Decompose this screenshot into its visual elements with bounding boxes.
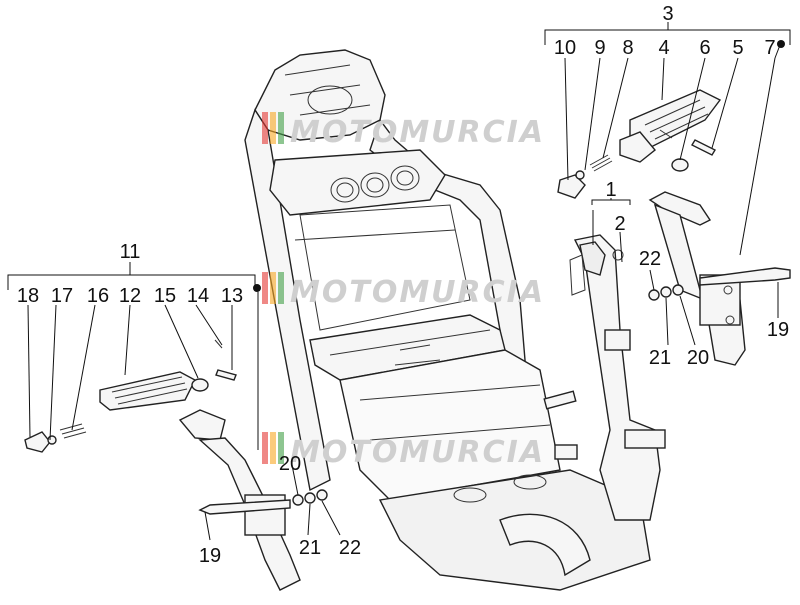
watermark-bottom: MOTOMURCIA — [262, 432, 545, 470]
scooter-frame-drawing — [244, 49, 651, 591]
left-footrest-callouts: 18 17 16 12 15 14 13 — [17, 285, 243, 307]
part-label-2: 2 — [614, 213, 625, 235]
part-label-22: 22 — [639, 248, 661, 270]
part-label-8: 8 — [622, 37, 633, 59]
part-label-10: 10 — [554, 37, 576, 59]
left-footpeg-drawing — [99, 339, 237, 411]
part-label-13: 13 — [221, 285, 243, 307]
part-label-19: 19 — [767, 319, 789, 341]
part-label-18: 18 — [17, 285, 39, 307]
part-label-16: 16 — [87, 285, 109, 307]
part-label-17: 17 — [51, 285, 73, 307]
part-label-9: 9 — [594, 37, 605, 59]
group-1-callouts — [591, 198, 631, 263]
part-label-20: 20 — [687, 347, 709, 369]
part-label-14: 14 — [187, 285, 209, 307]
group-label-11: 11 — [120, 241, 141, 263]
group-3-callouts — [544, 22, 791, 256]
part-label-7: 7 — [764, 37, 775, 59]
right-small-parts-drawing — [557, 129, 716, 199]
right-footrest-bracket-drawing — [648, 191, 746, 366]
part-label-6: 6 — [699, 37, 710, 59]
group-11-callouts — [7, 262, 261, 450]
part-label-15: 15 — [154, 285, 176, 307]
watermark-middle: MOTOMURCIA — [262, 272, 545, 310]
part-label-12: 12 — [119, 285, 141, 307]
watermark-top: MOTOMURCIA — [262, 112, 545, 150]
support-tube-drawing — [569, 234, 666, 521]
part-label-22-left: 22 — [339, 537, 361, 559]
group-label-1: 1 — [605, 179, 616, 201]
part-label-20-left: 20 — [279, 453, 301, 475]
fasteners-drawing — [198, 267, 791, 515]
left-fastener-callouts — [204, 464, 341, 541]
group-label-3: 3 — [662, 3, 673, 25]
right-fastener-callouts — [649, 269, 779, 346]
watermark-text: MOTOMURCIA — [290, 115, 545, 150]
part-label-21: 21 — [649, 347, 671, 369]
watermark-text: MOTOMURCIA — [290, 435, 545, 470]
left-small-parts-drawing — [24, 423, 87, 453]
right-footpeg-drawing — [619, 89, 722, 163]
part-label-19-left: 19 — [199, 545, 221, 567]
part-label-4: 4 — [658, 37, 669, 59]
watermark-text: MOTOMURCIA — [290, 275, 545, 310]
part-label-21-left: 21 — [299, 537, 321, 559]
part-label-5: 5 — [732, 37, 743, 59]
